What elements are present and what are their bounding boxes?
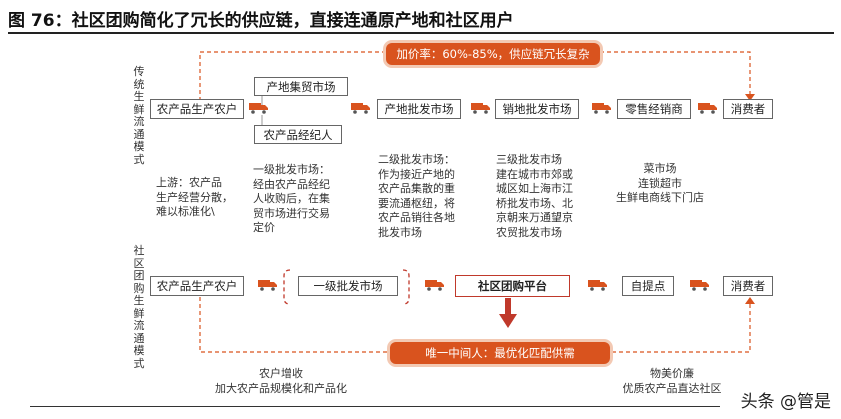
truck-icon bbox=[351, 103, 370, 114]
markup-rate-callout: 加价率：60%-85%，供应链冗长复杂 bbox=[386, 43, 600, 65]
bottom-dashed-line-right bbox=[612, 302, 751, 353]
page-title: 图 76：社区团购简化了冗长的供应链，直接连通原产地和社区用户 bbox=[8, 11, 514, 31]
bottom-dashed-arrowhead bbox=[745, 297, 755, 304]
community-farmer-box: 农产品生产农户 bbox=[150, 276, 244, 296]
sole-intermediary-callout: 唯一中间人：最优化匹配供需 bbox=[390, 342, 610, 364]
retail-note: 菜市场 连锁超市 生鲜电商线下门店 bbox=[616, 162, 704, 204]
broker-box: 农产品经纪人 bbox=[254, 125, 342, 144]
truck-icon bbox=[249, 103, 268, 114]
top-dashed-line-right bbox=[600, 51, 751, 96]
watermark: 头条 @管是 bbox=[740, 392, 831, 412]
community-mode-label: 社区团购生鲜流通模式 bbox=[133, 244, 145, 370]
title-divider bbox=[8, 32, 834, 34]
truck-icon bbox=[592, 103, 611, 114]
community-level1-market-box: 一级批发市场 bbox=[298, 276, 398, 296]
truck-icon bbox=[690, 280, 709, 291]
truck-icon bbox=[588, 280, 607, 291]
top-dashed-arrowhead bbox=[745, 94, 755, 101]
community-consumer-box: 消费者 bbox=[723, 276, 773, 296]
truck-icon bbox=[471, 103, 490, 114]
retailer-box: 零售经销商 bbox=[617, 99, 691, 119]
right-bracket bbox=[402, 269, 410, 305]
origin-market-box: 产地集贸市场 bbox=[254, 77, 348, 96]
traditional-farmer-box: 农产品生产农户 bbox=[150, 99, 244, 119]
traditional-consumer-box: 消费者 bbox=[723, 99, 773, 119]
farmer-benefit-note: 农户增收 加大农产品规模化和产品化 bbox=[215, 367, 347, 395]
pickup-point-box: 自提点 bbox=[622, 276, 674, 296]
down-arrow-head bbox=[499, 314, 517, 328]
origin-wholesale-box: 产地批发市场 bbox=[377, 99, 461, 119]
level2-wholesale-note: 二级批发市场： 作为接近产地的 农产品集散的重 要流通枢纽，将 农产品销往各地 … bbox=[378, 153, 455, 239]
truck-icon bbox=[258, 280, 277, 291]
level1-wholesale-note: 一级批发市场： 经由农产品经纪 人收购后，在集 贸市场进行交易 定价 bbox=[253, 163, 330, 234]
sales-wholesale-box: 销地批发市场 bbox=[495, 99, 579, 119]
truck-icon bbox=[425, 280, 444, 291]
community-platform-box: 社区团购平台 bbox=[455, 275, 570, 297]
traditional-mode-label: 传统生鲜流通模式 bbox=[133, 65, 145, 166]
consumer-benefit-note: 物美价廉 优质农产品直达社区 bbox=[622, 367, 722, 395]
top-dashed-line-left bbox=[199, 51, 386, 101]
level3-wholesale-note: 三级批发市场 建在城市市郊或 城区如上海市江 桥批发市场、北 京朝来万通望京 农… bbox=[496, 153, 573, 239]
bottom-dashed-line-left bbox=[199, 297, 388, 353]
truck-icon bbox=[698, 103, 717, 114]
bottom-divider bbox=[30, 406, 720, 407]
left-bracket bbox=[283, 269, 291, 305]
down-arrow-icon bbox=[505, 298, 511, 316]
upstream-note: 上游：农产品 生产经营分散， 难以标准化\ bbox=[156, 176, 233, 218]
